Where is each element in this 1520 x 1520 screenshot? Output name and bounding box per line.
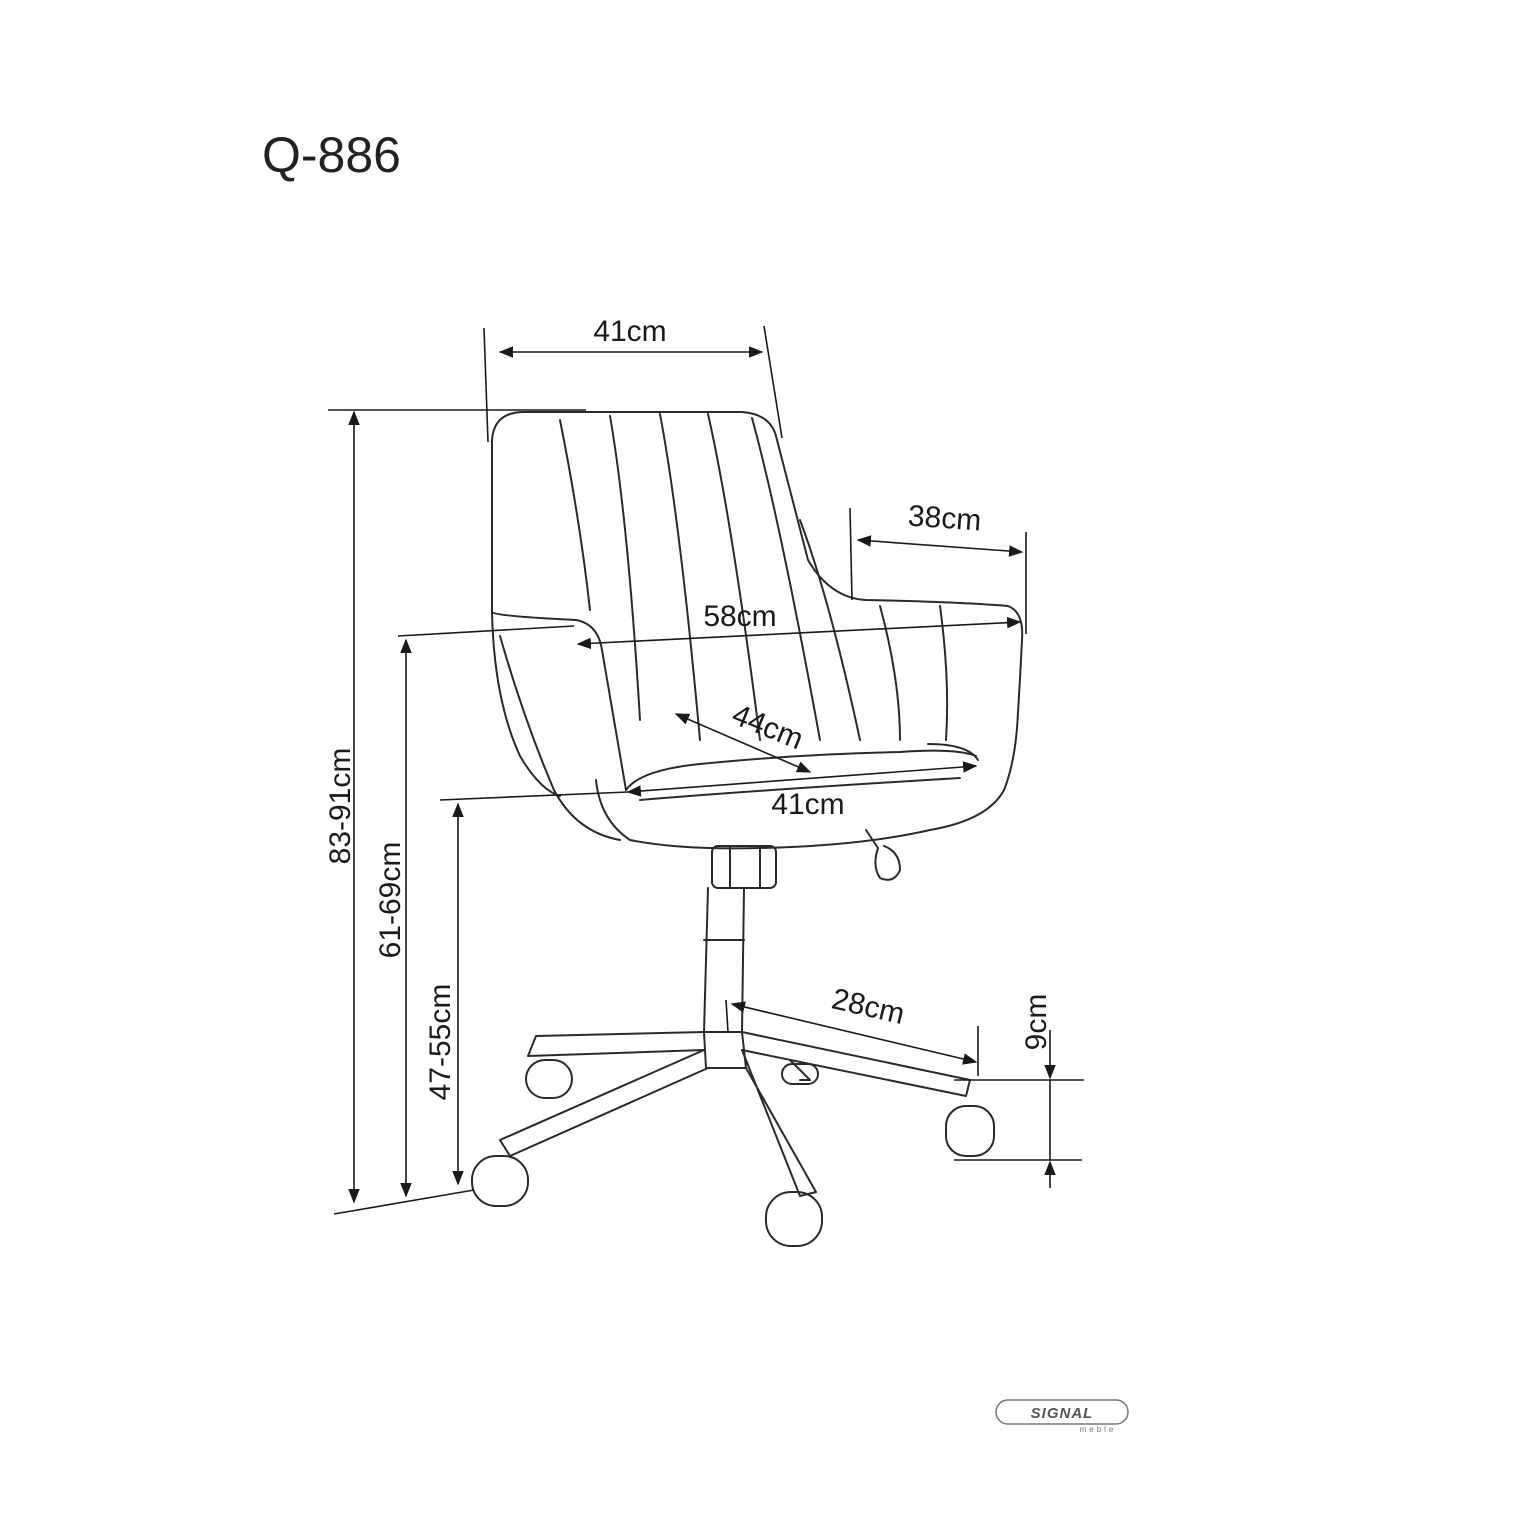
gas-cylinder xyxy=(703,887,745,1033)
label-seat-height: 47-55cm xyxy=(424,984,457,1101)
backrest-outline xyxy=(491,411,1024,713)
label-backrest-width: 41cm xyxy=(593,315,666,348)
left-arm-outline xyxy=(491,611,627,791)
brand-logo-text: SIGNAL xyxy=(1031,1405,1094,1422)
seat-front-outline xyxy=(595,711,1019,850)
caster-wheels xyxy=(471,1059,995,1247)
dimension-lines xyxy=(328,325,1084,1215)
star-base xyxy=(499,1031,971,1197)
label-armrest-height: 61-69cm xyxy=(374,842,407,959)
chair-drawing xyxy=(471,411,1024,1247)
label-base-radius: 28cm xyxy=(829,982,908,1031)
brand-logo-subtext: meble xyxy=(1080,1425,1117,1434)
page-title: Q-886 xyxy=(262,127,401,183)
backrest-channel xyxy=(559,419,591,611)
height-lever xyxy=(865,829,901,881)
label-total-width: 58cm xyxy=(703,600,776,633)
label-seat-width: 41cm xyxy=(771,788,844,821)
gas-lift-collar xyxy=(711,845,777,889)
label-total-height: 83-91cm xyxy=(324,748,357,865)
brand-logo: SIGNAL meble xyxy=(995,1399,1129,1434)
label-seat-depth: 44cm xyxy=(727,698,807,756)
label-armrest-depth: 38cm xyxy=(907,500,982,538)
label-wheel-height: 9cm xyxy=(1020,994,1053,1051)
